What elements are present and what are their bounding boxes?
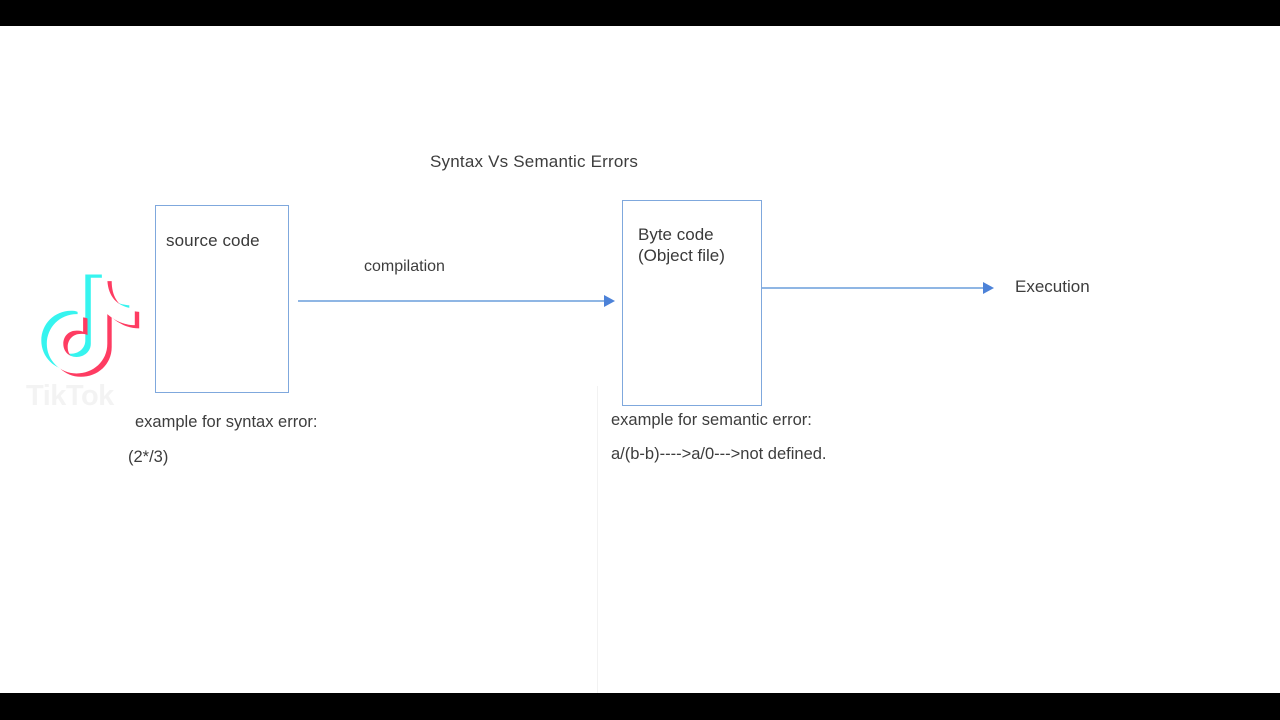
tiktok-watermark: TikTok xyxy=(18,258,168,438)
box-byte-code-label: Byte code (Object file) xyxy=(638,224,725,266)
faint-guide-line xyxy=(597,386,598,693)
tiktok-watermark-label: TikTok xyxy=(26,380,114,412)
box-byte-code-label-line2: (Object file) xyxy=(638,246,725,265)
box-byte-code-label-line1: Byte code xyxy=(638,225,714,244)
tiktok-note-icon xyxy=(41,274,140,377)
note-semantic-title: example for semantic error: xyxy=(611,411,812,429)
note-syntax-title: example for syntax error: xyxy=(135,413,318,431)
arrow-execution-head-icon xyxy=(983,282,994,294)
page-title: Syntax Vs Semantic Errors xyxy=(430,152,639,171)
box-source-code xyxy=(155,205,289,393)
arrow-compilation-label: compilation xyxy=(364,258,445,275)
arrow-execution-label: Execution xyxy=(1015,277,1090,296)
slide-canvas: Syntax Vs Semantic Errors source code co… xyxy=(0,26,1280,693)
box-byte-code xyxy=(622,200,762,406)
arrow-execution-line xyxy=(762,287,989,289)
note-syntax-expression: (2*/3) xyxy=(128,448,169,466)
arrow-compilation-line xyxy=(298,300,611,302)
arrow-compilation-head-icon xyxy=(604,295,615,307)
note-semantic-expression: a/(b-b)---->a/0--->not defined. xyxy=(611,445,827,463)
box-source-code-label: source code xyxy=(166,231,260,250)
